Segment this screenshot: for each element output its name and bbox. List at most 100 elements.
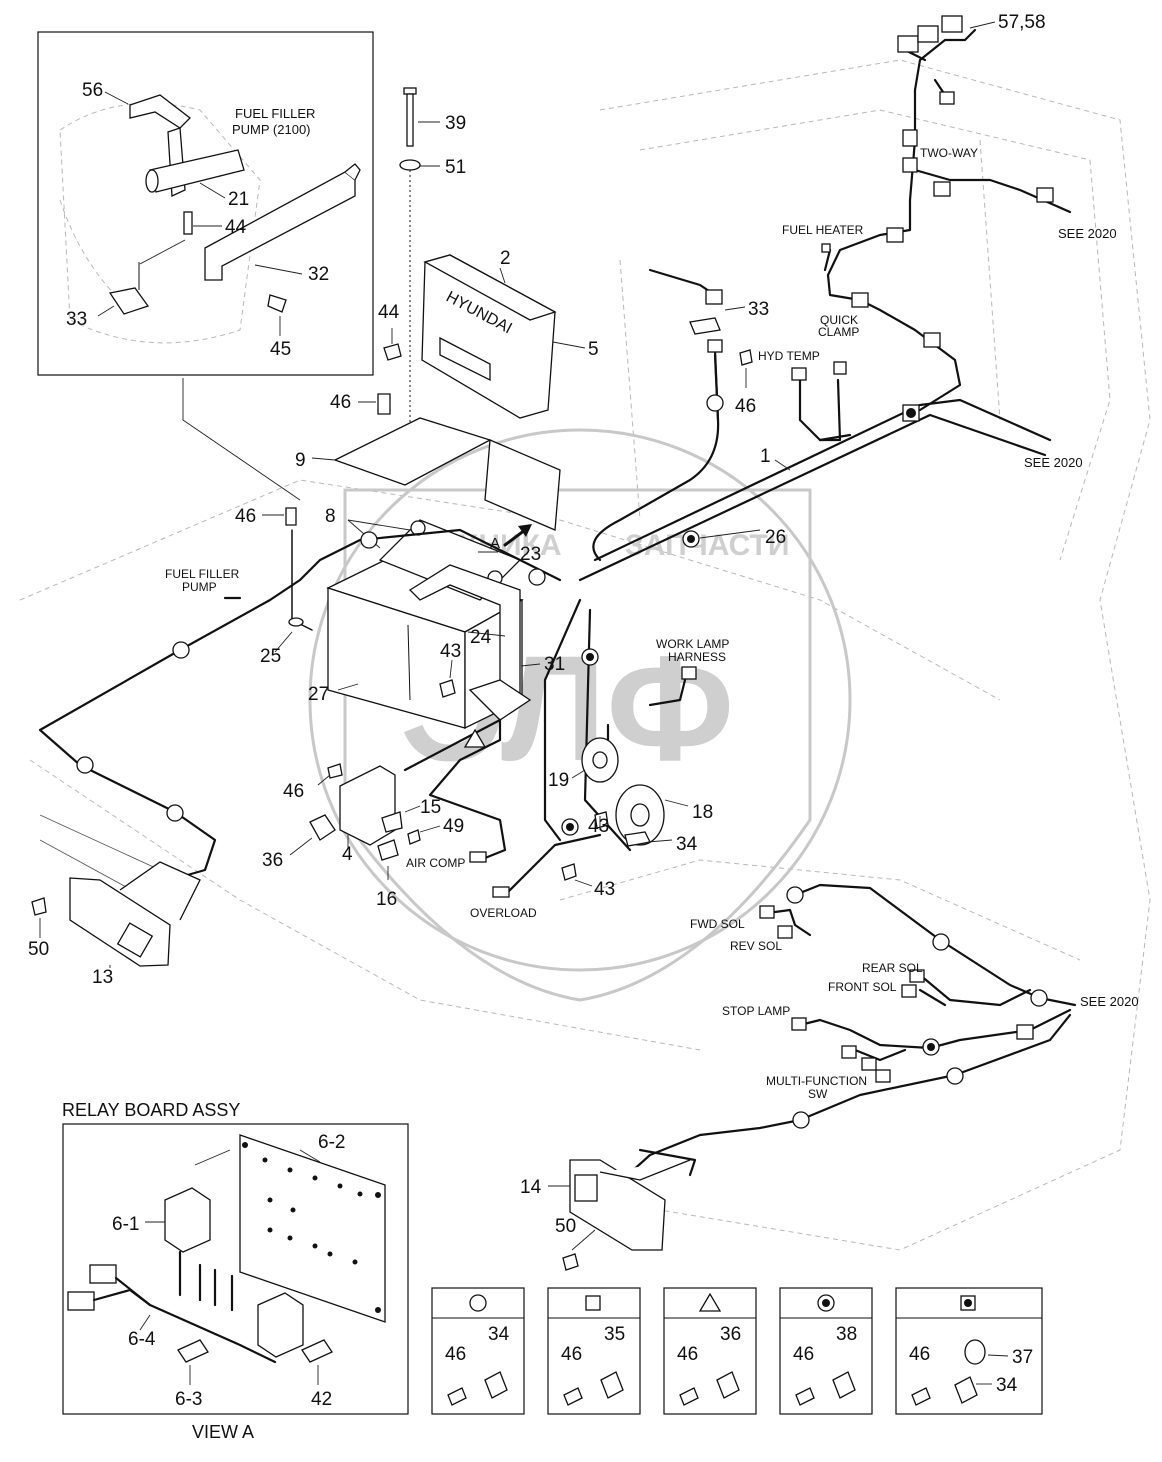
- callout-16: 16: [376, 889, 397, 910]
- bolt-50-right: [562, 1253, 579, 1271]
- bolt-46-plate: [377, 393, 391, 415]
- main-harness-1: [543, 348, 1052, 852]
- relay-inset-frame: [62, 1123, 409, 1415]
- part-16: [377, 839, 399, 861]
- label-multi-function-l2: SW: [808, 1087, 828, 1101]
- legend-item-circle: 46 34: [431, 1287, 525, 1415]
- callout-4: 4: [342, 844, 353, 865]
- lamp-14: [548, 1159, 691, 1271]
- legend-square-left: 46: [561, 1344, 582, 1365]
- label-hyd-temp: HYD TEMP: [758, 349, 820, 363]
- view-arrow: [503, 528, 527, 547]
- horns: [561, 678, 689, 887]
- callout-44-inset: 44: [225, 217, 247, 238]
- connector-two-way-b: [902, 157, 918, 173]
- legend-symbol-square-open: [585, 1295, 601, 1311]
- label-air-comp: AIR COMP: [406, 856, 465, 870]
- callout-9: 9: [295, 450, 306, 471]
- callout-13: 13: [92, 967, 113, 988]
- lamp-14-lens: [574, 1174, 598, 1202]
- callout-14: 14: [520, 1177, 542, 1198]
- connector-6-4b: [67, 1291, 95, 1311]
- label-work-lamp-l1: WORK LAMP: [656, 637, 729, 651]
- bolt-39: [399, 87, 440, 470]
- callout-15: 15: [420, 797, 441, 818]
- label-rev-sol: REV SOL: [730, 939, 782, 953]
- legend-item-square-dot: 46 37 34: [895, 1287, 1043, 1415]
- bolt-46-upper: [739, 349, 753, 366]
- legend-square-right: 35: [604, 1324, 625, 1345]
- bolt-43-lower: [561, 863, 577, 881]
- connector-hyd-temp: [791, 367, 807, 381]
- callout-6-1: 6-1: [112, 1214, 139, 1235]
- bracket-4: [289, 763, 441, 880]
- terminal-25: [288, 617, 304, 627]
- label-two-way: TWO-WAY: [920, 146, 978, 160]
- callout-34: 34: [676, 834, 698, 855]
- callout-50-left: 50: [28, 939, 49, 960]
- label-quick-clamp-l1: QUICK: [820, 313, 858, 327]
- bolt-49: [407, 829, 421, 845]
- background-frame: [19, 59, 1151, 1251]
- callout-6-2: 6-2: [318, 1132, 345, 1153]
- connector-58a: [917, 25, 939, 43]
- callout-36: 36: [262, 850, 283, 871]
- controller-2: HYUNDAI: [421, 254, 586, 419]
- callout-43-horn: 43: [588, 816, 609, 837]
- label-front-sol: FRONT SOL: [828, 980, 897, 994]
- washer-51: [399, 159, 421, 171]
- connector-rev-sol: [777, 925, 793, 939]
- legend: 46 34 46 35 46 36: [431, 1287, 1043, 1415]
- legend-circle-dot-left: 46: [793, 1344, 814, 1365]
- connector-rear-sol: [909, 969, 925, 983]
- label-fuel-filler-pump-2100-l1: FUEL FILLER: [235, 106, 315, 121]
- callout-21: 21: [228, 189, 249, 210]
- callout-26: 26: [765, 527, 786, 548]
- label-quick-clamp-l2: CLAMP: [818, 325, 859, 339]
- label-overload: OVERLOAD: [470, 906, 537, 920]
- callout-46-plate: 46: [330, 392, 351, 413]
- holder-31: [468, 679, 532, 721]
- callout-A: A: [490, 535, 500, 552]
- callout-51: 51: [445, 157, 466, 178]
- callout-6-3: 6-3: [175, 1389, 202, 1410]
- bolt-45: [267, 294, 287, 313]
- fuel-filler-pump-inset: [37, 31, 374, 376]
- connector-stop-lamp: [791, 1017, 807, 1031]
- callout-43-lower: 43: [594, 879, 615, 900]
- callout-43-battery: 43: [440, 641, 461, 662]
- label-fuel-filler-pump-l1: FUEL FILLER: [165, 567, 240, 581]
- view-a-label: VIEW A: [192, 1422, 254, 1442]
- legend-triangle-right: 36: [720, 1324, 741, 1345]
- label-fuel-filler-pump-l2: PUMP: [182, 580, 217, 594]
- bracket-56: [129, 94, 191, 129]
- callout-46-battery: 46: [235, 506, 256, 527]
- label-fwd-sol: FWD SOL: [690, 917, 745, 931]
- legend-symbol-circle-open: [469, 1294, 487, 1312]
- legend-item-circle-dot: 46 38: [779, 1287, 873, 1415]
- bolt-43-battery: [439, 679, 456, 698]
- inset-frame: [37, 31, 374, 376]
- clamp-36: [309, 814, 336, 841]
- connector-front-sol: [901, 984, 917, 998]
- callout-57-58: 57,58: [998, 12, 1046, 33]
- relay-6-1: [164, 1187, 211, 1253]
- connector-fwd-sol: [759, 905, 775, 919]
- connector-6-4a: [89, 1264, 117, 1284]
- legend-circle-dot-right: 38: [836, 1324, 857, 1345]
- callout-46-upper: 46: [735, 396, 756, 417]
- connector-33: [705, 289, 723, 305]
- bolt-46-battery: [285, 507, 297, 526]
- bolt-44: [383, 343, 402, 361]
- legend-circle-left: 46: [445, 1344, 466, 1365]
- callout-2: 2: [500, 248, 511, 269]
- legend-item-square: 46 35: [547, 1287, 641, 1415]
- legend-square-dot-right-bottom: 34: [996, 1375, 1018, 1396]
- callout-27: 27: [308, 684, 329, 705]
- legend-triangle-left: 46: [677, 1344, 698, 1365]
- label-see-2020-top: SEE 2020: [1058, 226, 1117, 241]
- callout-44: 44: [378, 302, 400, 323]
- clip-33: [689, 317, 721, 335]
- relay-board-title: RELAY BOARD ASSY: [62, 1100, 240, 1120]
